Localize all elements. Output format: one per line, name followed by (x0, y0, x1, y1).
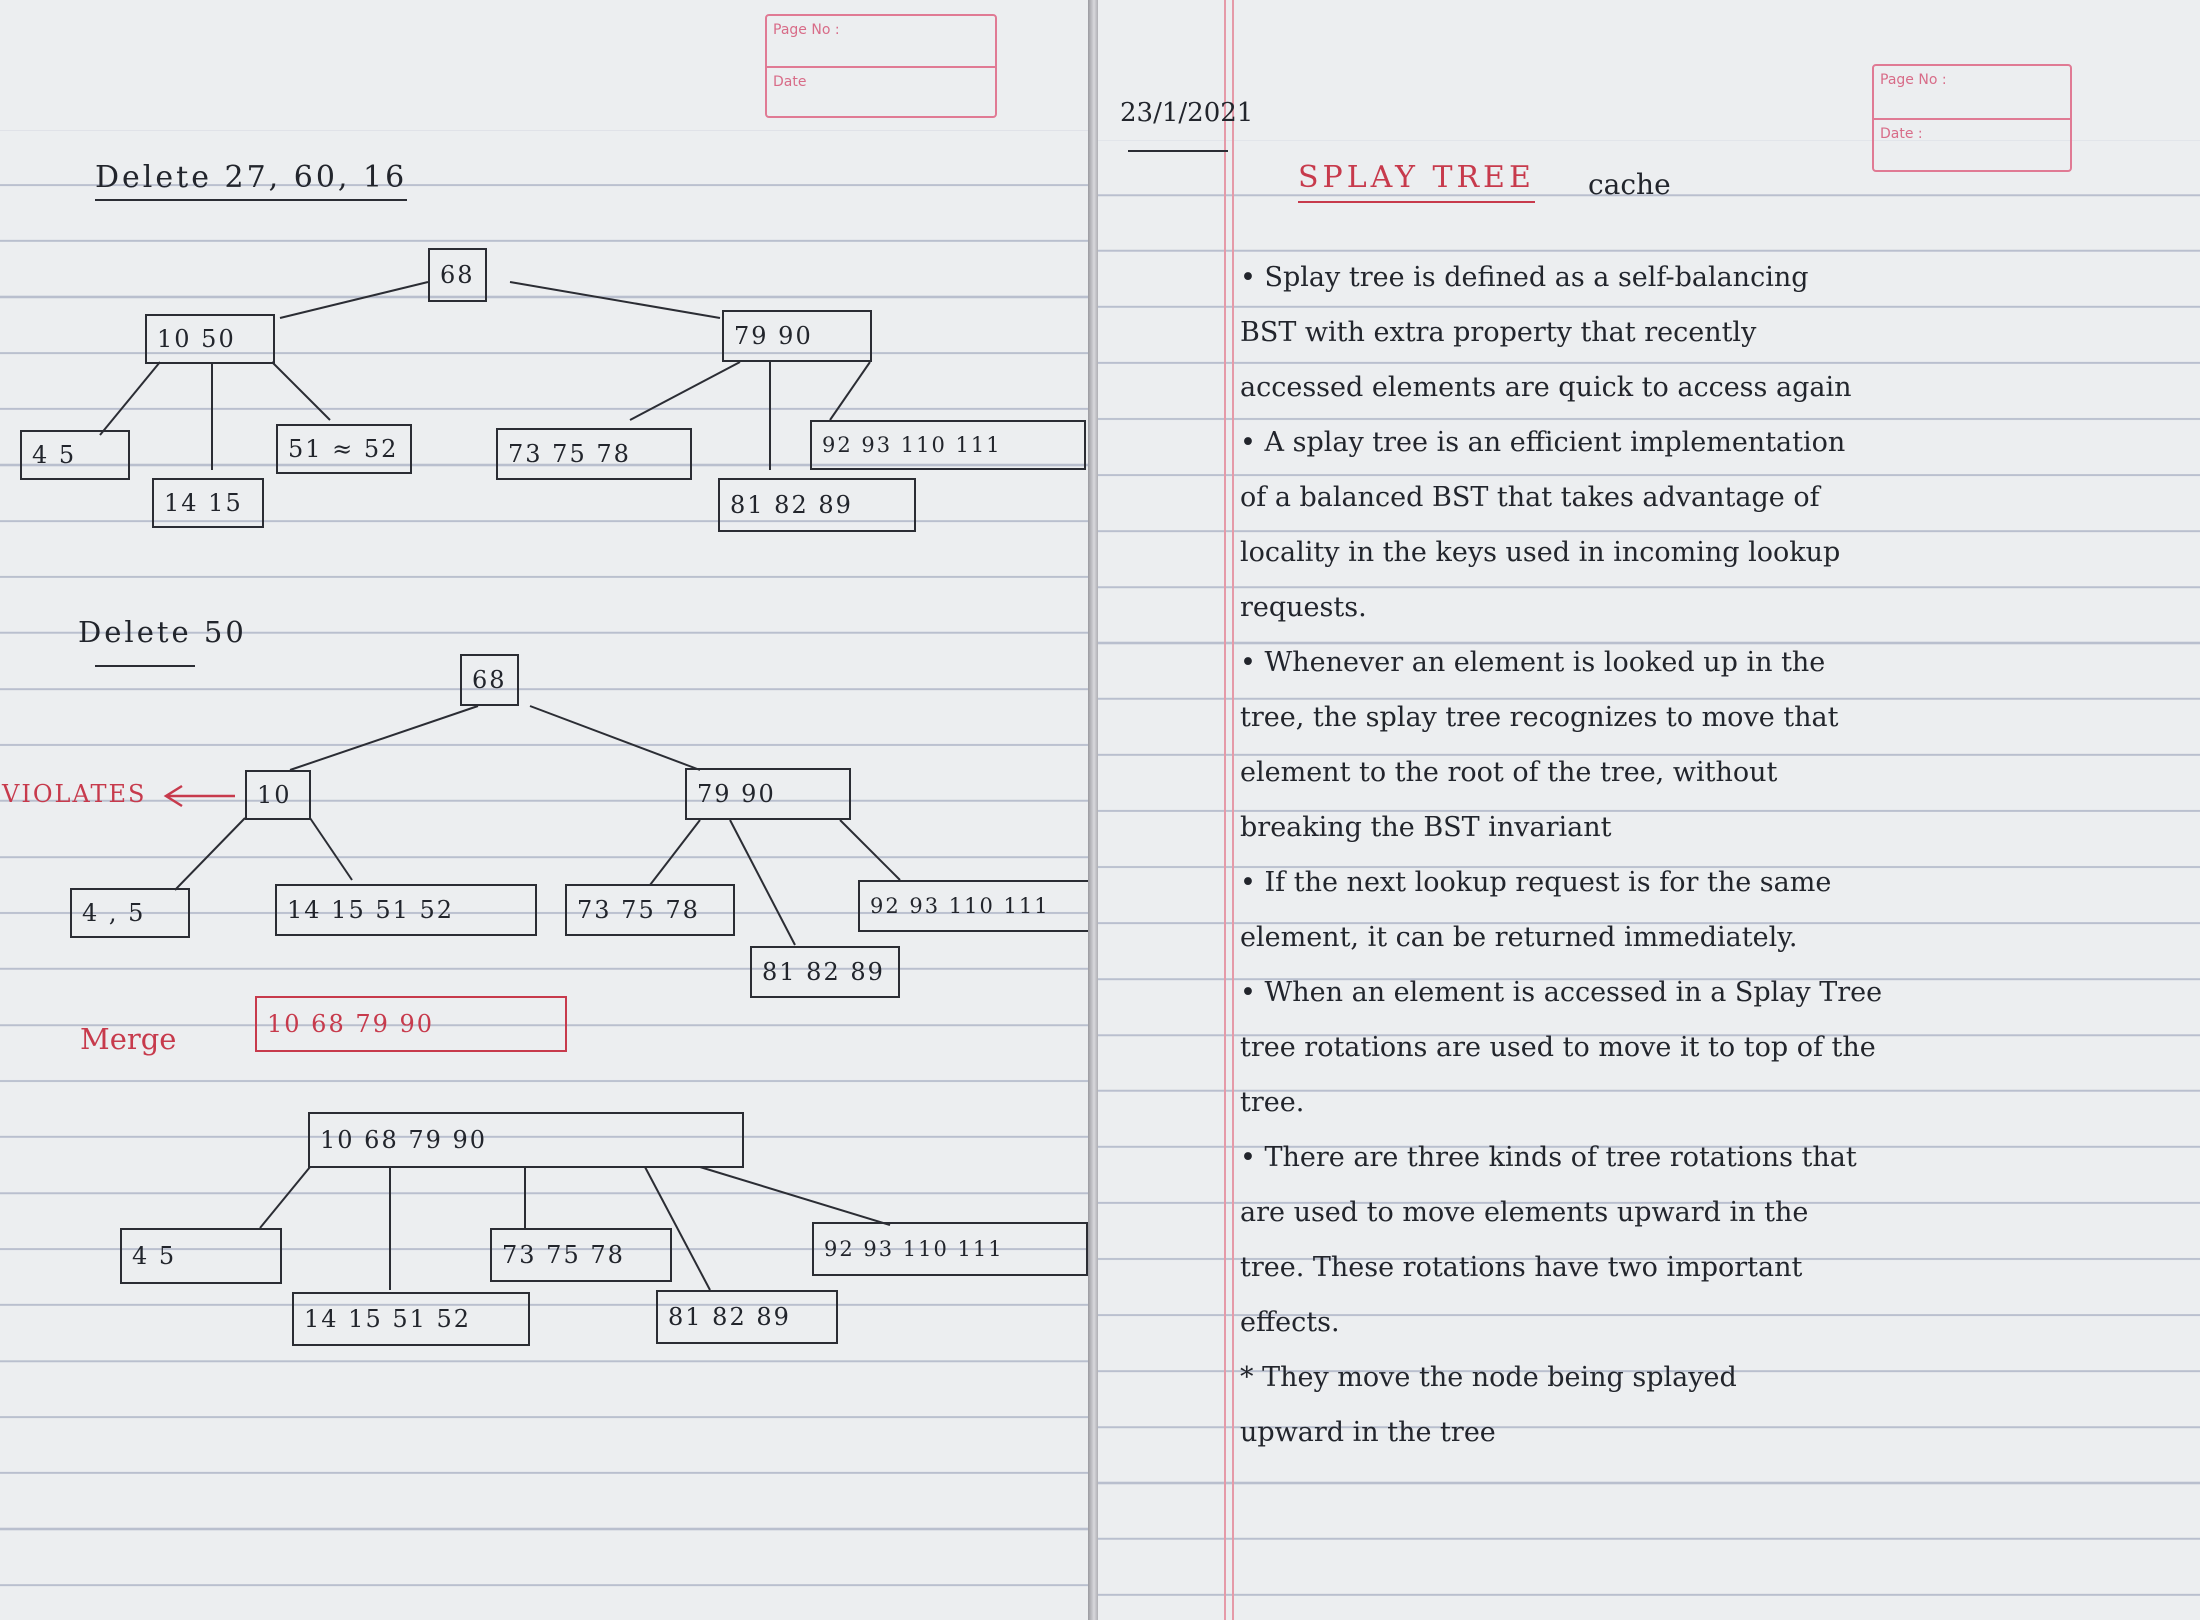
note-line: tree. These rotations have two important (1240, 1252, 1803, 1283)
page-margin-line (1232, 0, 1234, 1620)
page-date-box: Page No : Date : (1872, 64, 2072, 172)
note-line: are used to move elements upward in the (1240, 1197, 1809, 1228)
date-label: Date : (1874, 118, 2070, 170)
page-no-label: Page No : (1880, 72, 1947, 88)
left-notebook-page: Page No : Date (0, 0, 1090, 1620)
note-line: of a balanced BST that takes advantage o… (1240, 482, 1820, 513)
tree3-leaf-node: 81 82 89 (656, 1290, 838, 1344)
tree1-right-node: 79 90 (722, 310, 872, 362)
note-line: • A splay tree is an efficient implement… (1240, 427, 1846, 458)
tree1-leaf-node: 51 ≈ 52 (276, 424, 412, 474)
section-title-delete-2: Delete 50 (78, 615, 247, 649)
tree2-leaf-node: 4 , 5 (70, 888, 190, 938)
tree3-leaf-node: 73 75 78 (490, 1228, 672, 1282)
merge-node: 10 68 79 90 (255, 996, 567, 1052)
tree1-leaf-node: 92 93 110 111 (810, 420, 1086, 470)
page-date-box: Page No : Date (765, 14, 997, 118)
page-header-area (0, 0, 1090, 130)
note-line: locality in the keys used in incoming lo… (1240, 537, 1841, 568)
note-line: • Splay tree is defined as a self-balanc… (1240, 262, 1809, 293)
tree2-left-node: 10 (245, 770, 311, 820)
section-title-underline (95, 665, 195, 667)
tree1-leaf-node: 4 5 (20, 430, 130, 480)
note-line: element to the root of the tree, without (1240, 757, 1778, 788)
note-line: * They move the node being splayed (1240, 1362, 1737, 1393)
date-underline (1128, 150, 1228, 152)
tree1-root-node: 68 (428, 248, 487, 302)
tree2-leaf-node: 81 82 89 (750, 946, 900, 998)
date-label: Date (767, 66, 995, 116)
heading-note: cache (1588, 168, 1671, 201)
tree1-left-node: 10 50 (145, 314, 275, 364)
notebook-spine (1088, 0, 1100, 1620)
tree1-leaf-node: 73 75 78 (496, 428, 692, 480)
violates-label: VIOLATES (2, 780, 147, 808)
tree3-leaf-node: 14 15 51 52 (292, 1292, 530, 1346)
tree2-leaf-node: 73 75 78 (565, 884, 735, 936)
note-line: breaking the BST invariant (1240, 812, 1612, 843)
note-line: tree. (1240, 1087, 1305, 1118)
note-line: BST with extra property that recently (1240, 317, 1757, 348)
right-notebook-page: Page No : Date : 23/1/2021 SPLAY TREE ca… (1098, 0, 2200, 1620)
note-line: upward in the tree (1240, 1417, 1496, 1448)
note-line: accessed elements are quick to access ag… (1240, 372, 1852, 403)
page-no-label: Page No : (773, 22, 840, 38)
entry-date: 23/1/2021 (1120, 98, 1254, 128)
page-margin-line (1224, 0, 1226, 1620)
note-line: • There are three kinds of tree rotation… (1240, 1142, 1857, 1173)
tree1-leaf-node: 81 82 89 (718, 478, 916, 532)
splay-tree-notes: • Splay tree is defined as a self-balanc… (1240, 250, 2180, 1460)
note-line: • If the next lookup request is for the … (1240, 867, 1832, 898)
note-line: element, it can be returned immediately. (1240, 922, 1798, 953)
tree3-leaf-node: 4 5 (120, 1228, 282, 1284)
tree2-root-node: 68 (460, 654, 519, 706)
note-line: tree, the splay tree recognizes to move … (1240, 702, 1839, 733)
tree1-leaf-node: 14 15 (152, 478, 264, 528)
merge-label: Merge (80, 1022, 177, 1056)
note-line: requests. (1240, 592, 1367, 623)
tree2-leaf-node: 92 93 110 111 (858, 880, 1090, 932)
tree-connector-lines (99, 281, 901, 1291)
tree3-leaf-node: 92 93 110 111 (812, 1222, 1088, 1276)
tree3-root-node: 10 68 79 90 (308, 1112, 744, 1168)
section-title-delete-1: Delete 27, 60, 16 (95, 160, 408, 201)
note-line: • Whenever an element is looked up in th… (1240, 647, 1826, 678)
page-heading: SPLAY TREE (1298, 160, 1535, 203)
note-line: • When an element is accessed in a Splay… (1240, 977, 1883, 1008)
note-line: effects. (1240, 1307, 1340, 1338)
note-line: tree rotations are used to move it to to… (1240, 1032, 1876, 1063)
tree2-right-node: 79 90 (685, 768, 851, 820)
page-header-area (1098, 0, 2200, 140)
tree2-leaf-node: 14 15 51 52 (275, 884, 537, 936)
